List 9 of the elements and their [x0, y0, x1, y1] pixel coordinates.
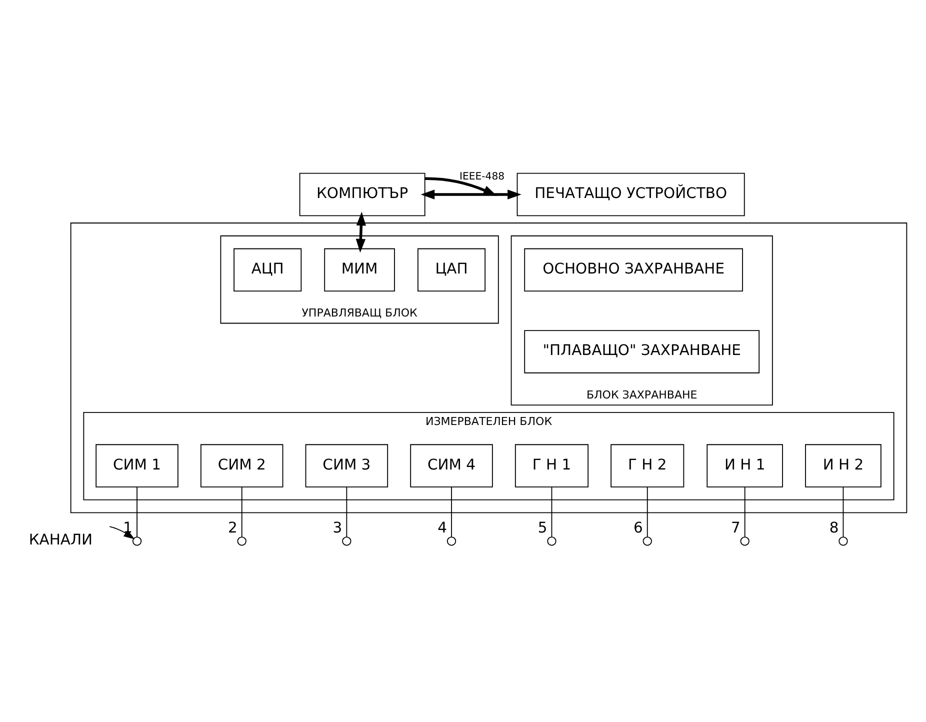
node-label: 5 [538, 518, 548, 536]
node-label: 4 [438, 518, 447, 536]
node-label: 3 [332, 518, 342, 536]
node-label: 2 [228, 518, 238, 536]
node-label: 8 [829, 518, 839, 536]
node-label: 7 [730, 518, 740, 536]
node-text: КАНАЛИ [28, 531, 93, 548]
node-label: 6 [633, 518, 643, 536]
edge-label: IEEE-488 [460, 170, 505, 182]
